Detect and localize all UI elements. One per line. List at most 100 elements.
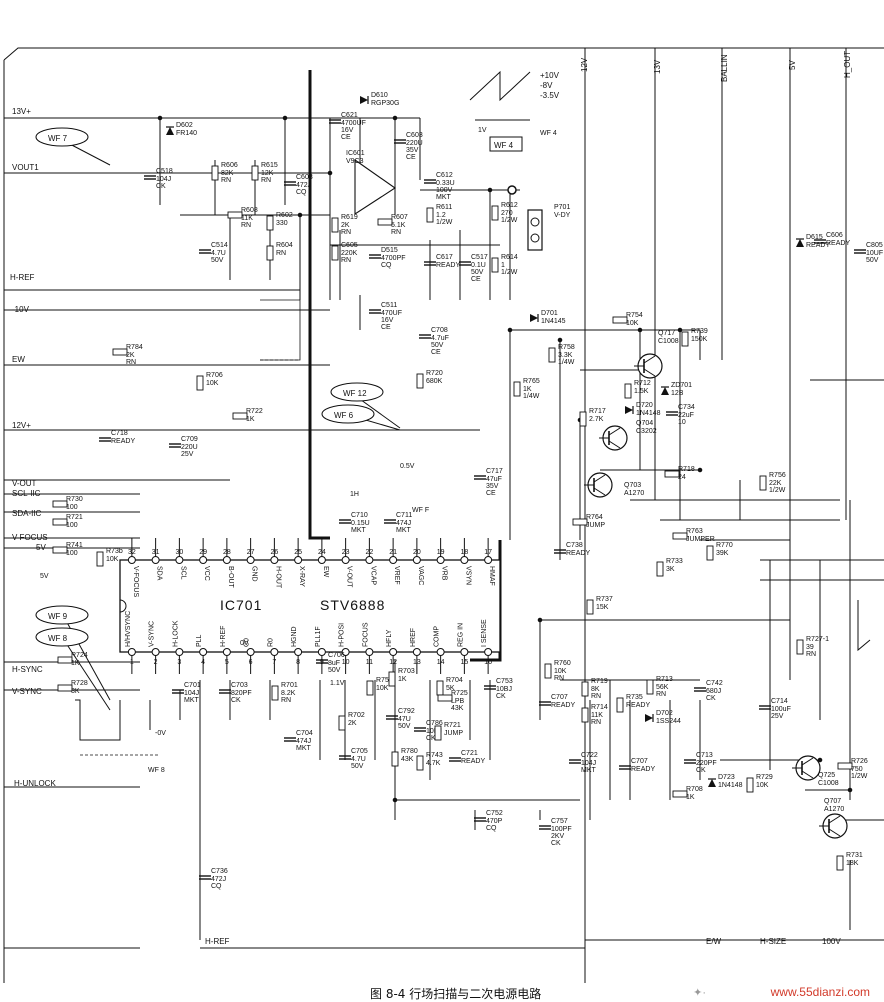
pin-name: HGND — [291, 626, 298, 647]
component-ref: R708 — [686, 786, 703, 793]
component-ref: D723 — [718, 774, 735, 781]
component-value: 10K — [756, 782, 769, 789]
component-ref: C701 — [184, 682, 201, 689]
component-value: CK — [551, 840, 561, 847]
ic-pin — [127, 648, 136, 656]
net-label-tb: BALLIN — [720, 54, 729, 82]
component-ref: C603 — [406, 132, 423, 139]
component-ref: R718 — [678, 466, 695, 473]
wire — [65, 141, 111, 166]
component-value: C3202 — [636, 428, 657, 435]
component-ref: C792 — [398, 708, 415, 715]
component-value: 220PF — [696, 760, 717, 767]
waveform-tag-oval — [330, 382, 384, 402]
component-ref: R719 — [591, 678, 608, 685]
component-ref: D515 — [381, 247, 398, 254]
waveform-tag: WF 6 — [334, 411, 354, 420]
annotation: -0V — [155, 730, 166, 737]
component-value: 474J — [296, 738, 311, 745]
pin-number: 29 — [199, 549, 207, 556]
waveform-tag: WF 7 — [48, 134, 68, 143]
component-value: 15K — [596, 604, 609, 611]
resistor-symbol — [266, 215, 274, 231]
component-value: 10K — [376, 685, 389, 692]
pin-number: 13 — [413, 659, 421, 666]
resistor-symbol — [612, 316, 628, 324]
component-ref: R760 — [554, 660, 571, 667]
resistor-symbol — [656, 561, 664, 577]
net-label-hsize: H-SIZE — [760, 937, 786, 946]
ic701-body — [119, 556, 501, 656]
component-ref: R741 — [66, 542, 83, 549]
component-ref: C705 — [351, 748, 368, 755]
component-ref: R763 — [686, 528, 703, 535]
component-ref: C717 — [486, 468, 503, 475]
resistor-symbol — [437, 694, 453, 702]
junction-dot — [557, 337, 563, 343]
component-ref: R704 — [446, 677, 463, 684]
component-value: 10K — [626, 320, 639, 327]
component-value: 1K — [686, 794, 695, 801]
resistor-symbol — [416, 755, 424, 771]
component-ref: C752 — [486, 810, 503, 817]
component-ref: R706 — [206, 372, 223, 379]
annotation: 0.5V — [400, 463, 415, 470]
component-value: 50V — [351, 763, 364, 770]
resistor-symbol — [681, 331, 689, 347]
component-ref: R739 — [691, 328, 708, 335]
component-value: V9C3 — [346, 158, 364, 165]
pin-number: 10 — [342, 659, 350, 666]
component-value: 1/2W — [851, 773, 868, 780]
watermark-url: www.55dianzi.com — [770, 985, 870, 999]
component-value: 1K — [71, 660, 80, 667]
component-value: 220U — [181, 444, 198, 451]
component-value: CQ — [296, 189, 307, 196]
resistor-symbol — [227, 211, 243, 219]
pin-name: VREF — [393, 566, 400, 585]
ic-pin — [412, 556, 421, 564]
component-value: 47uF — [486, 476, 502, 483]
resistor-symbol — [544, 663, 552, 679]
component-ref: C757 — [551, 818, 568, 825]
component-value: RN — [341, 229, 351, 236]
component-ref: R726 — [851, 758, 868, 765]
resistor-symbol — [196, 375, 204, 391]
wire — [593, 487, 606, 496]
pin-number: 2 — [154, 659, 158, 666]
pin-number: 4 — [201, 659, 205, 666]
component-value: 1N4148 — [718, 782, 743, 789]
component-ref: R712 — [634, 380, 651, 387]
pin-name: H-POSI — [339, 623, 346, 647]
junction-dot — [507, 327, 513, 333]
component-ref: D720 — [636, 402, 653, 409]
pin-number: 1 — [130, 659, 134, 666]
component-ref: R731 — [846, 852, 863, 859]
pin-name: VCC — [203, 566, 210, 581]
component-value: 22uF — [678, 412, 694, 419]
component-ref: R722 — [246, 408, 263, 415]
component-ref: C708 — [431, 327, 448, 334]
junction-dot — [697, 467, 703, 473]
resistor-symbol — [572, 518, 588, 526]
component-value: READY — [826, 240, 850, 247]
diode-symbol — [661, 387, 669, 395]
connector-p701 — [527, 209, 543, 251]
component-ref: C711 — [396, 512, 412, 519]
component-ref: R717 — [589, 408, 606, 415]
component-value: MKT — [581, 767, 597, 774]
